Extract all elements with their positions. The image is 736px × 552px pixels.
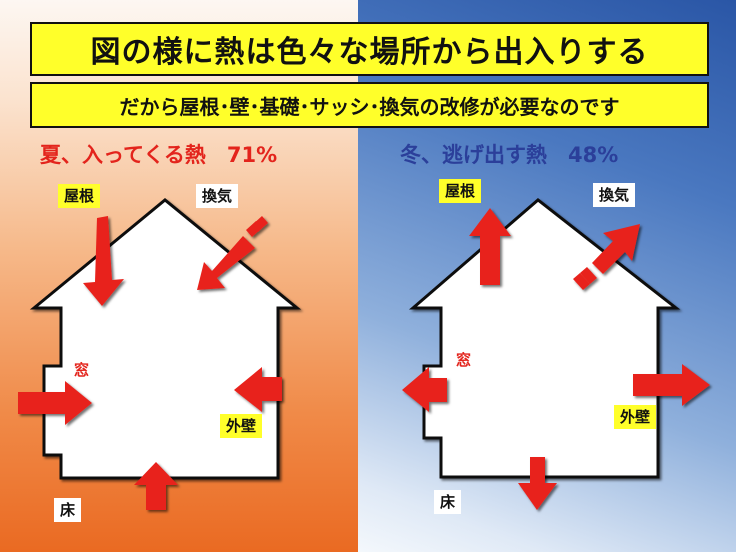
summer-ventilation-arrow <box>197 216 268 290</box>
summer-wall-arrow <box>234 367 282 412</box>
summer-roof-label: 屋根 <box>58 184 101 208</box>
summer-wall-label: 外壁 <box>220 414 263 438</box>
winter-heading: 冬、逃げ出す熱 48% <box>400 143 619 167</box>
subtitle: だから屋根･壁･基礎･サッシ･換気の改修が必要なのです <box>30 82 709 128</box>
summer-roof-arrow <box>83 216 124 306</box>
winter-ventilation-arrow <box>573 224 640 290</box>
winter-wall-label: 外壁 <box>614 405 657 429</box>
winter-window-label: 窓 <box>456 351 472 369</box>
winter-ventilation-label: 換気 <box>593 183 636 207</box>
summer-floor-arrow <box>134 462 178 510</box>
summer-window-label: 窓 <box>74 361 90 379</box>
winter-wall-arrow <box>633 364 710 406</box>
winter-window-arrow <box>402 367 447 412</box>
winter-floor-arrow <box>518 457 557 510</box>
summer-heading: 夏、入ってくる熱 71% <box>40 143 278 167</box>
winter-floor-label: 床 <box>434 490 462 514</box>
winter-roof-arrow <box>469 208 511 285</box>
main-title: 図の様に熱は色々な場所から出入りする <box>30 22 709 76</box>
winter-roof-label: 屋根 <box>439 179 482 203</box>
summer-floor-label: 床 <box>54 498 82 522</box>
summer-ventilation-label: 換気 <box>196 184 239 208</box>
summer-window-arrow <box>18 381 92 425</box>
winter-house-outline <box>408 198 681 479</box>
